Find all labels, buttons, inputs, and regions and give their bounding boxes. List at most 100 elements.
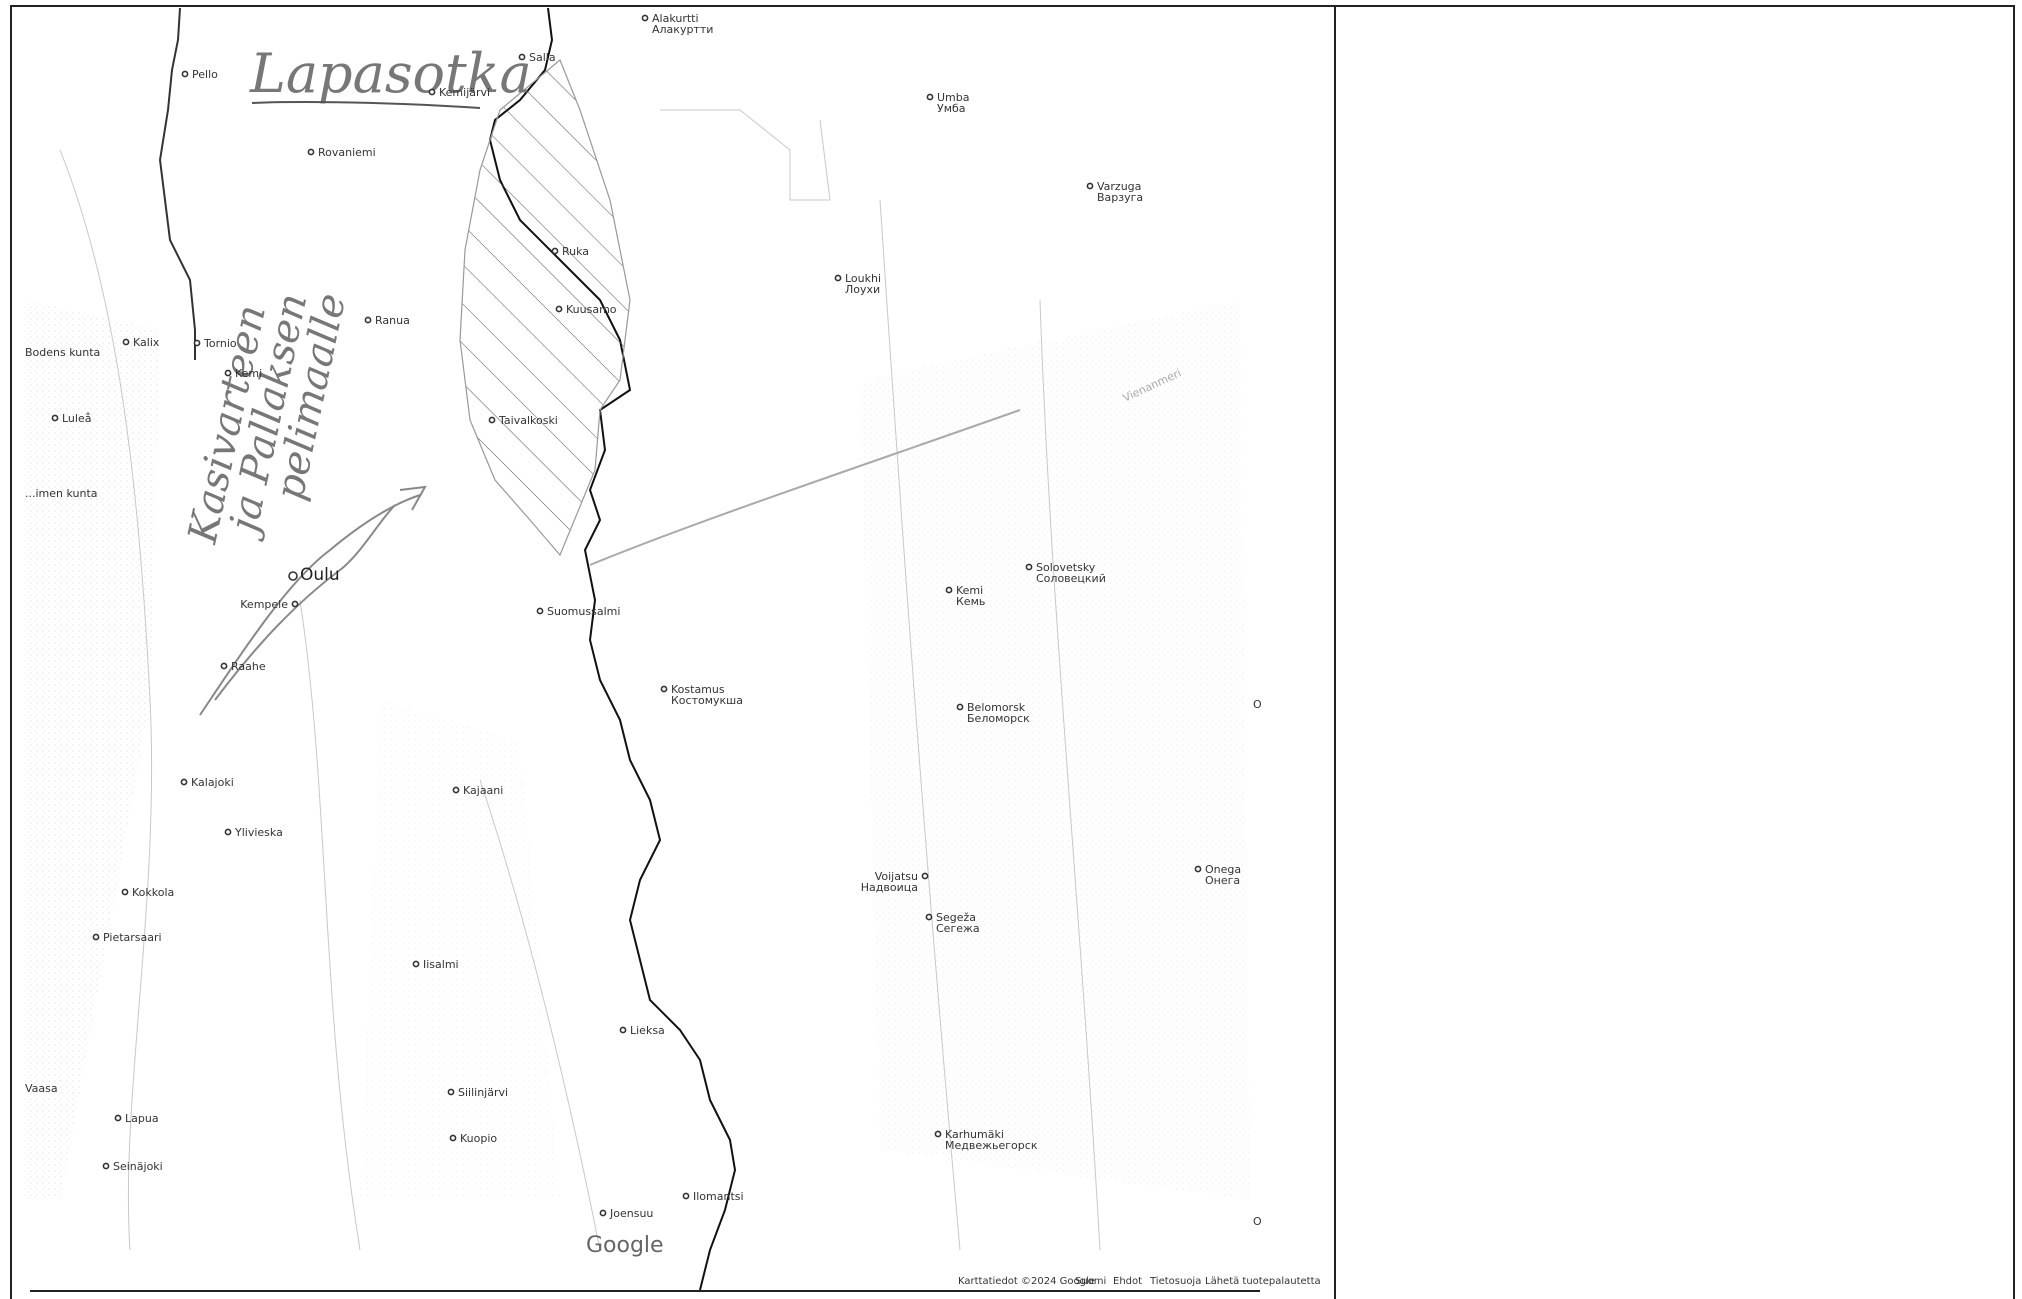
town-marker-icon [1025, 563, 1033, 571]
town-taivalkoski: Taivalkoski [488, 414, 558, 427]
town-lapua: Lapua [114, 1112, 159, 1125]
town-label: Ranua [375, 314, 410, 327]
google-logo: Google [586, 1233, 664, 1258]
cut-label-2: O [1253, 1215, 1262, 1228]
town-label: Сегежа [936, 922, 980, 935]
town-label: Kuusamo [566, 303, 617, 316]
town-ranua: Ranua [364, 314, 410, 327]
town-bodens: Bodens kunta [25, 346, 100, 359]
town-label: Ruka [562, 245, 589, 258]
terrain-shading [25, 300, 1250, 1200]
town-pitea: ...imen kunta [25, 487, 98, 500]
town-label: Kuopio [460, 1132, 497, 1145]
town-marker-icon [122, 338, 130, 346]
town-label: Iisalmi [423, 958, 459, 971]
town-label: Kalajoki [191, 776, 234, 789]
town-label: Lapua [125, 1112, 159, 1125]
town-label: Loukhi [845, 272, 881, 285]
town-label: Kalix [133, 336, 160, 349]
town-seinajoki: Seinäjoki [102, 1160, 163, 1173]
town-marker-icon [956, 703, 964, 711]
town-label: Umba [937, 91, 970, 104]
handwritten-note: Kasivarteen ja Pallaksen pelimaalle [180, 289, 356, 548]
town-label: Kemi [235, 367, 262, 380]
town-label: Onega [1205, 863, 1241, 876]
town-kemi_fi: Kemi [224, 367, 262, 380]
handwritten-title: Lapasotka [249, 42, 532, 109]
town-label: Oulu [300, 565, 340, 585]
town-label: Solovetsky [1036, 561, 1096, 574]
town-marker-icon [412, 960, 420, 968]
town-label: Voijatsu [875, 870, 918, 883]
town-marker-icon [447, 1088, 455, 1096]
town-marker-icon [945, 586, 953, 594]
town-label: Pello [192, 68, 218, 81]
town-label: Костомукша [671, 694, 743, 707]
town-label: Kemi [956, 584, 983, 597]
town-marker-icon [660, 685, 668, 693]
town-ruka: Ruka [551, 245, 589, 258]
town-marker-icon [682, 1192, 690, 1200]
town-label: Медвежьегорск [945, 1139, 1038, 1152]
town-marker-icon [934, 1130, 942, 1138]
town-label: Salla [529, 51, 556, 64]
town-label: Kemijärvi [439, 86, 490, 99]
table-border-right [2013, 5, 2015, 1299]
town-marker-icon [921, 872, 929, 880]
town-label: Vaasa [25, 1082, 58, 1095]
town-pello: Pello [181, 68, 218, 81]
town-label: Умба [937, 102, 966, 115]
town-ilomantsi: Ilomantsi [682, 1190, 744, 1203]
town-kokkola: Kokkola [121, 886, 174, 899]
town-marker-icon [599, 1209, 607, 1217]
town-marker-icon [102, 1162, 110, 1170]
town-tornio: Tornio [193, 337, 237, 350]
town-label: Беломорск [967, 712, 1030, 725]
town-siilinjarvi: Siilinjärvi [447, 1086, 508, 1099]
town-marker-icon [288, 571, 298, 581]
town-label: Bodens kunta [25, 346, 100, 359]
town-joensuu: Joensuu [599, 1207, 653, 1220]
town-marker-icon [180, 778, 188, 786]
town-label: Надвоица [861, 881, 918, 894]
town-marker-icon [51, 414, 59, 422]
table-border-top [10, 5, 2015, 7]
town-lulea: Luleå [51, 412, 91, 425]
town-label: Raahe [231, 660, 266, 673]
town-marker-icon [518, 53, 526, 61]
town-label: Karhumäki [945, 1128, 1004, 1141]
town-marker-icon [224, 828, 232, 836]
town-marker-icon [551, 247, 559, 255]
table-border-left [10, 5, 12, 1299]
town-marker-icon [114, 1114, 122, 1122]
town-label: Алакуртти [652, 23, 713, 36]
town-marker-icon [536, 607, 544, 615]
map-attribution: Karttatiedot ©2024 Google Suomi Ehdot Ti… [958, 1276, 1321, 1287]
attribution-copyright: Karttatiedot ©2024 Google [958, 1276, 1095, 1287]
hatched-area [459, 59, 631, 557]
attribution-feedback: Lähetä tuotepalautetta [1205, 1276, 1321, 1287]
town-iisalmi: Iisalmi [412, 958, 459, 971]
town-kalajoki: Kalajoki [180, 776, 234, 789]
town-label: Ilomantsi [693, 1190, 744, 1203]
town-kuusamo: Kuusamo [555, 303, 617, 316]
attribution-terms: Ehdot [1113, 1276, 1142, 1287]
town-label: Ylivieska [234, 826, 283, 839]
town-marker-icon [834, 274, 842, 282]
town-label: Kempele [240, 598, 288, 611]
town-label: Segeža [936, 911, 976, 924]
town-marker-icon [121, 888, 129, 896]
town-raahe: Raahe [220, 660, 266, 673]
town-marker-icon [555, 305, 563, 313]
town-kuopio: Kuopio [449, 1132, 497, 1145]
town-label: ...imen kunta [25, 487, 98, 500]
town-salla: Salla [518, 51, 556, 64]
town-label: Luleå [62, 412, 91, 425]
